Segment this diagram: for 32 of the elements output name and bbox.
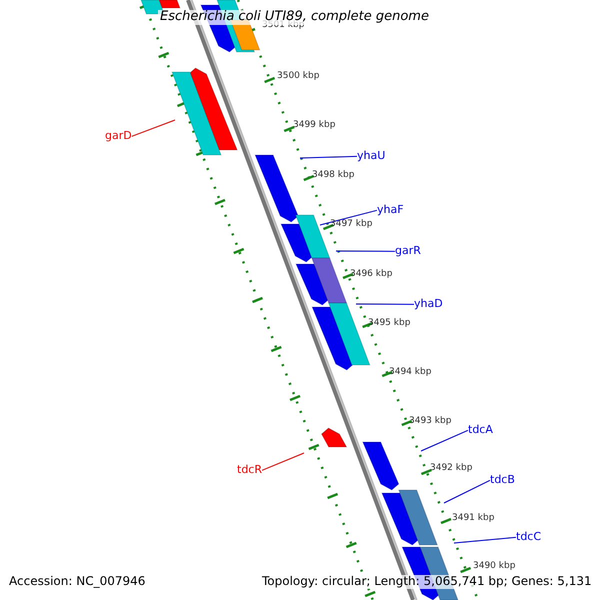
footer-text: Topology: circular; Length: 5,065,741 bp; Genes: 5,131: [262, 575, 592, 589]
tick-label: 3490 kbp: [473, 561, 516, 572]
tick-label: 3498 kbp: [312, 170, 354, 180]
footer-text: Accession: NC_007946: [9, 575, 146, 589]
gene-label: tdcA: [468, 424, 493, 437]
gene-label: garD: [105, 130, 132, 143]
leader-line: [131, 120, 176, 137]
gene-label: yhaD: [414, 298, 443, 311]
tick-label: 3492 kbp: [430, 463, 472, 474]
leader-line: [320, 210, 378, 226]
tick-label: 3500 kbp: [277, 71, 320, 82]
gene-label: tdcC: [516, 531, 542, 544]
leader-line: [336, 250, 396, 252]
leader-line: [454, 536, 516, 544]
gene-label: tdcB: [490, 474, 515, 487]
tick-label: 3495 kbp: [368, 318, 410, 328]
tick-label: 3496 kbp: [350, 269, 392, 280]
tick-label: 3491 kbp: [452, 513, 494, 524]
tick-label: 3499 kbp: [293, 120, 336, 130]
leader-line: [356, 304, 414, 305]
gene-label: yhaU: [357, 150, 386, 163]
tick-label: 3497 kbp: [330, 219, 372, 230]
tick-label: 3493 kbp: [409, 416, 452, 426]
gene-label: yhaF: [377, 204, 404, 217]
leader-line: [300, 156, 358, 158]
tick-label: 3501 kbp: [262, 20, 304, 30]
leader-line: [444, 480, 490, 504]
leader-line: [262, 452, 304, 471]
gene-label: garR: [395, 245, 421, 258]
tick-label: 3494 kbp: [389, 367, 432, 378]
leader-line: [420, 430, 468, 452]
gene-label: tdcR: [237, 464, 262, 477]
